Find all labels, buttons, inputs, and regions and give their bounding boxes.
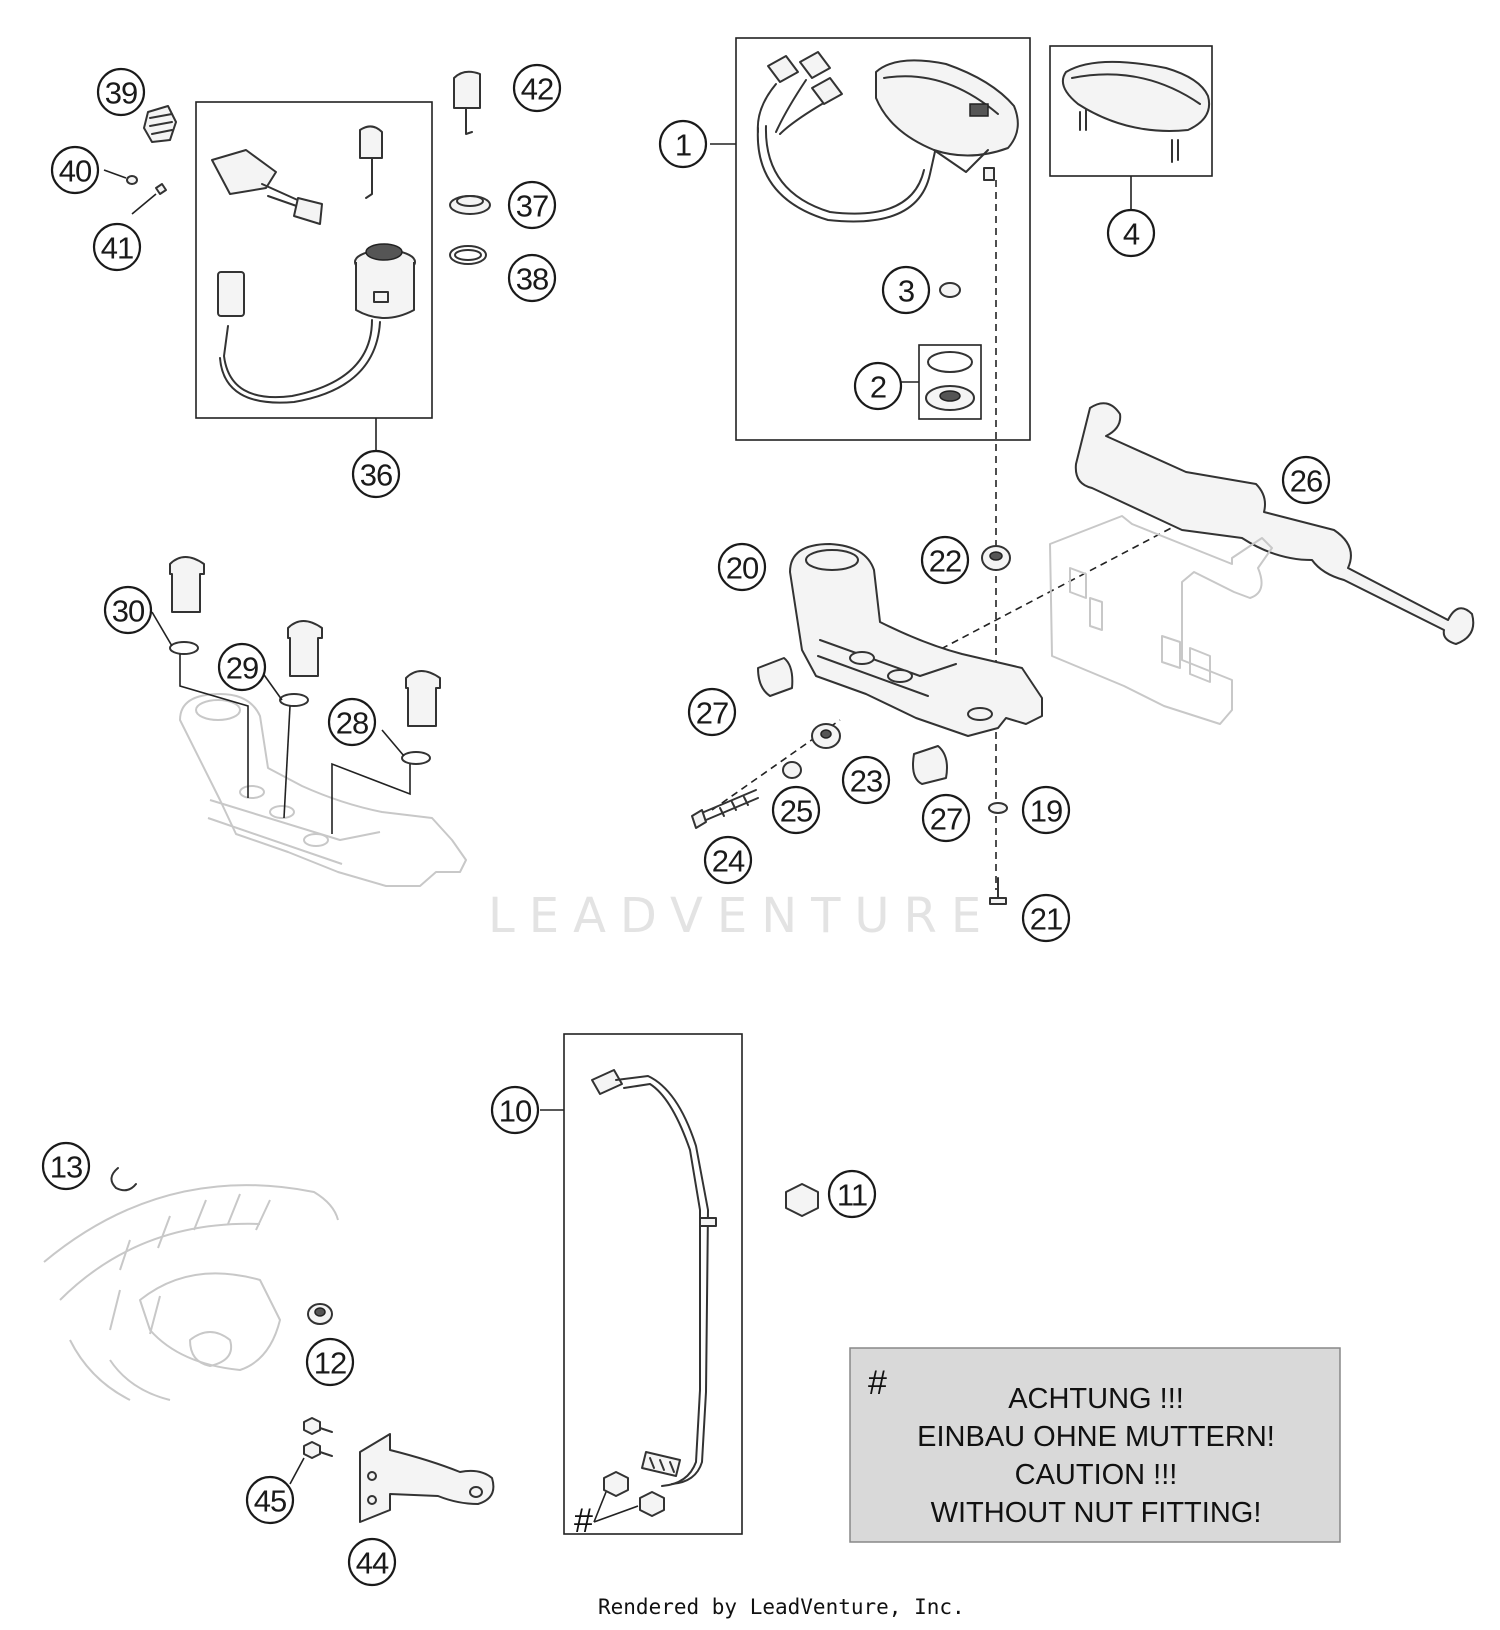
callout-41[interactable]: 41 bbox=[92, 222, 142, 272]
callout-10[interactable]: 10 bbox=[490, 1085, 540, 1135]
pin-assembly bbox=[151, 556, 467, 887]
svg-text:22: 22 bbox=[929, 544, 961, 579]
note-line-1: ACHTUNG !!! bbox=[1008, 1383, 1184, 1415]
callout-3[interactable]: 3 bbox=[881, 265, 931, 315]
svg-text:36: 36 bbox=[360, 458, 392, 493]
callout-38[interactable]: 38 bbox=[507, 253, 557, 303]
svg-text:30: 30 bbox=[112, 594, 145, 629]
footer-credit: Rendered by LeadVenture, Inc. bbox=[598, 1595, 965, 1619]
svg-text:11: 11 bbox=[837, 1178, 867, 1213]
svg-text:19: 19 bbox=[1030, 794, 1062, 829]
svg-text:27: 27 bbox=[696, 696, 728, 731]
svg-text:38: 38 bbox=[516, 262, 548, 297]
svg-text:25: 25 bbox=[780, 794, 812, 829]
svg-text:39: 39 bbox=[105, 76, 137, 111]
svg-text:41: 41 bbox=[101, 231, 133, 266]
callout-44[interactable]: 44 bbox=[347, 1537, 397, 1587]
callout-24[interactable]: 24 bbox=[703, 835, 753, 885]
svg-text:37: 37 bbox=[516, 189, 548, 224]
callout-39[interactable]: 39 bbox=[96, 67, 146, 117]
note-hash-mark: # bbox=[868, 1364, 887, 1402]
watermark-text: LEADVENTURE bbox=[488, 888, 995, 944]
svg-text:1: 1 bbox=[675, 128, 691, 163]
callout-22[interactable]: 22 bbox=[920, 535, 970, 585]
callout-27-lower[interactable]: 27 bbox=[921, 793, 971, 843]
callout-25[interactable]: 25 bbox=[771, 785, 821, 835]
note-line-2: EINBAU OHNE MUTTERN! bbox=[917, 1421, 1275, 1453]
callout-29[interactable]: 29 bbox=[217, 642, 267, 692]
svg-text:45: 45 bbox=[254, 1484, 286, 1519]
svg-text:12: 12 bbox=[314, 1346, 346, 1381]
svg-text:24: 24 bbox=[712, 844, 745, 879]
callout-11[interactable]: 11 bbox=[827, 1169, 877, 1219]
ignition-lock-group bbox=[195, 101, 433, 452]
svg-text:4: 4 bbox=[1123, 217, 1140, 252]
clip-part-11 bbox=[785, 1183, 819, 1217]
brake-disc-assembly bbox=[43, 1167, 495, 1523]
svg-text:20: 20 bbox=[726, 551, 759, 586]
svg-text:2: 2 bbox=[870, 370, 886, 405]
callout-37[interactable]: 37 bbox=[507, 180, 557, 230]
callout-28[interactable]: 28 bbox=[327, 697, 377, 747]
svg-text:3: 3 bbox=[898, 274, 914, 309]
callout-13[interactable]: 13 bbox=[41, 1141, 91, 1191]
cover-group bbox=[1049, 45, 1213, 210]
note-line-3: CAUTION !!! bbox=[1015, 1459, 1178, 1491]
callout-12[interactable]: 12 bbox=[305, 1337, 355, 1387]
note-line-4: WITHOUT NUT FITTING! bbox=[931, 1497, 1262, 1529]
callout-21[interactable]: 21 bbox=[1021, 893, 1071, 943]
callout-45[interactable]: 45 bbox=[245, 1475, 295, 1525]
group-box-10 bbox=[563, 1033, 743, 1535]
callout-27-upper[interactable]: 27 bbox=[687, 687, 737, 737]
caution-note: # ACHTUNG !!! EINBAU OHNE MUTTERN! CAUTI… bbox=[849, 1347, 1341, 1543]
svg-text:26: 26 bbox=[1290, 464, 1322, 499]
svg-text:44: 44 bbox=[356, 1546, 389, 1581]
callout-1[interactable]: 1 bbox=[658, 119, 708, 169]
svg-text:21: 21 bbox=[1030, 902, 1062, 937]
callout-4[interactable]: 4 bbox=[1106, 208, 1156, 258]
svg-text:27: 27 bbox=[930, 802, 962, 837]
callout-20[interactable]: 20 bbox=[717, 542, 767, 592]
note-box bbox=[849, 1347, 1341, 1543]
callout-30[interactable]: 30 bbox=[103, 585, 153, 635]
group-box-1 bbox=[735, 37, 1031, 441]
svg-text:23: 23 bbox=[850, 764, 882, 799]
callout-36[interactable]: 36 bbox=[351, 449, 401, 499]
svg-text:40: 40 bbox=[59, 154, 92, 189]
callout-layer: 1 2 3 4 10 11 12 13 19 20 21 22 23 24 25… bbox=[41, 63, 1331, 1587]
group-box-36 bbox=[195, 101, 433, 419]
callout-19[interactable]: 19 bbox=[1021, 785, 1071, 835]
callout-40[interactable]: 40 bbox=[50, 145, 100, 195]
callout-23[interactable]: 23 bbox=[841, 755, 891, 805]
callout-26[interactable]: 26 bbox=[1281, 455, 1331, 505]
callout-2[interactable]: 2 bbox=[853, 361, 903, 411]
svg-text:29: 29 bbox=[226, 651, 258, 686]
sensor-hash-mark: # bbox=[574, 1502, 593, 1540]
sensor-group: # bbox=[540, 1033, 743, 1540]
svg-text:28: 28 bbox=[336, 706, 368, 741]
bracket-assembly bbox=[691, 180, 1475, 905]
ignition-small-parts bbox=[103, 70, 491, 265]
svg-text:13: 13 bbox=[50, 1150, 82, 1185]
svg-text:42: 42 bbox=[521, 72, 553, 107]
svg-text:10: 10 bbox=[499, 1094, 532, 1129]
callout-42[interactable]: 42 bbox=[512, 63, 562, 113]
speedometer-group bbox=[710, 37, 1031, 441]
